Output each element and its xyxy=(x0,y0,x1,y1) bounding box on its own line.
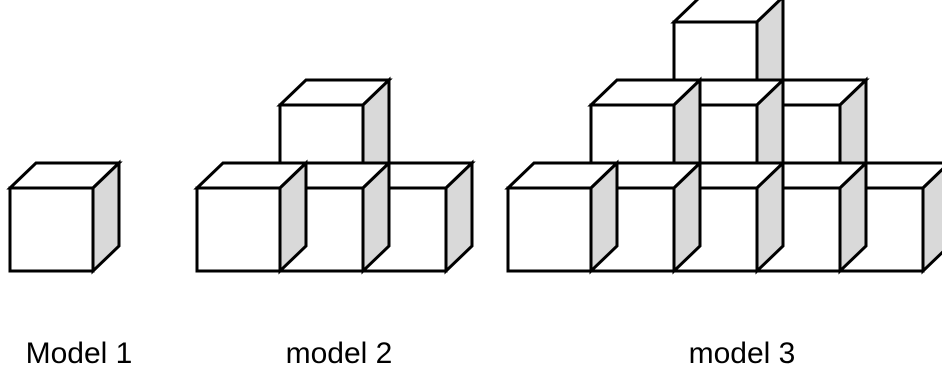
cube-front-face xyxy=(8,186,95,273)
cube-front-face xyxy=(195,186,282,273)
model-3-cubes xyxy=(504,0,942,275)
model-1-label: Model 1 xyxy=(25,337,133,370)
model-2-cubes xyxy=(193,76,476,275)
model-2-label: model 2 xyxy=(285,337,393,370)
cube xyxy=(6,159,123,275)
model-3-label: model 3 xyxy=(688,337,796,370)
model-1-cubes xyxy=(6,159,123,275)
cube-front-face xyxy=(506,186,593,273)
cube xyxy=(193,159,310,275)
cube xyxy=(504,159,621,275)
